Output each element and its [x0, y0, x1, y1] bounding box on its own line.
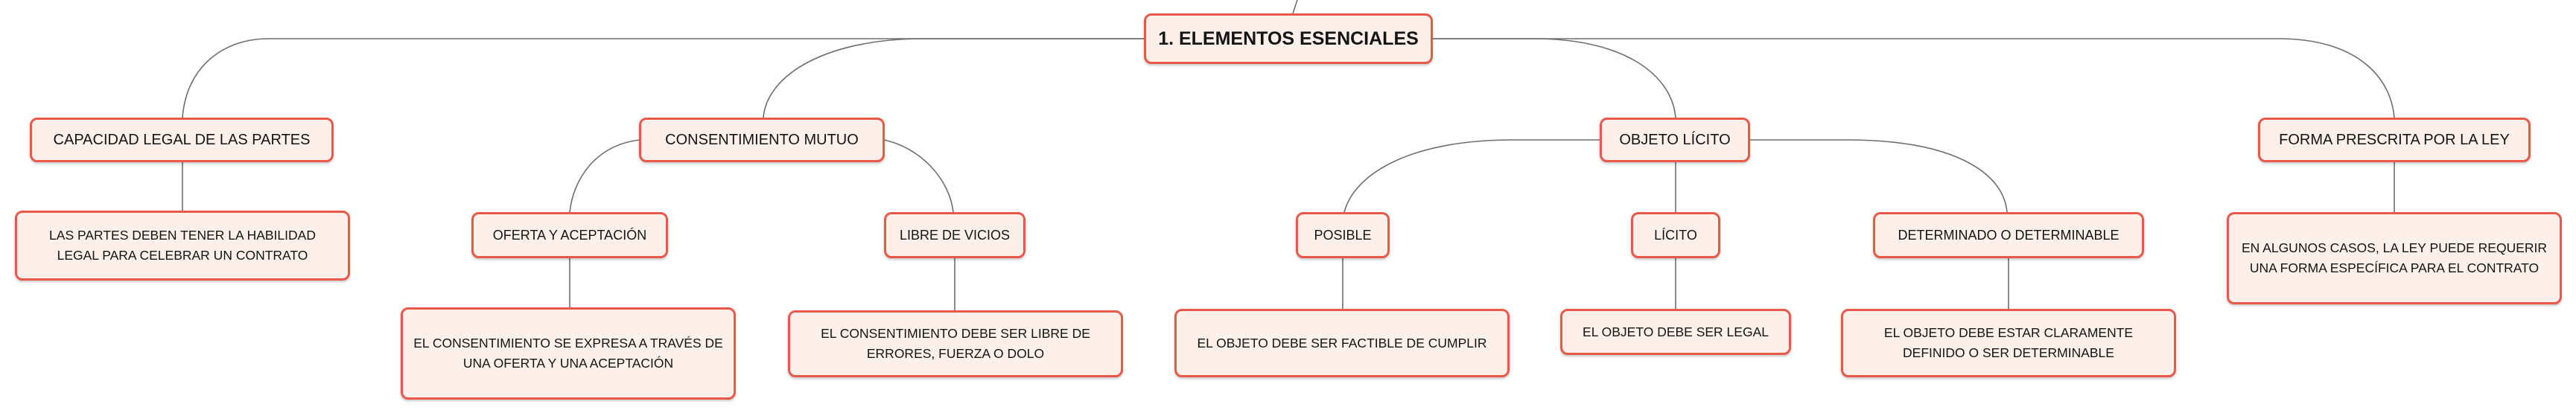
node-objeto-label: OBJETO LÍCITO: [1619, 131, 1731, 148]
node-forma-description[interactable]: EN ALGUNOS CASOS, LA LEY PUEDE REQUERIR …: [2227, 212, 2562, 304]
node-licito-label: LÍCITO: [1654, 227, 1697, 243]
node-posible-description-text: EL OBJETO DEBE SER FACTIBLE DE CUMPLIR: [1197, 335, 1487, 351]
node-licito-description-text: EL OBJETO DEBE SER LEGAL: [1583, 324, 1769, 339]
node-determinado-description-text: EL OBJETO DEBE ESTAR CLARAMENTE DEFINIDO…: [1883, 325, 2134, 360]
node-capacidad-label: CAPACIDAD LEGAL DE LAS PARTES: [53, 131, 311, 148]
root-node[interactable]: 1. ELEMENTOS ESENCIALES: [1144, 13, 1433, 64]
node-determinado-label: DETERMINADO O DETERMINABLE: [1898, 227, 2119, 243]
root-label: 1. ELEMENTOS ESENCIALES: [1158, 28, 1419, 49]
node-determinado[interactable]: DETERMINADO O DETERMINABLE: [1873, 212, 2144, 258]
node-oferta-label: OFERTA Y ACEPTACIÓN: [492, 227, 647, 243]
node-consentimiento[interactable]: CONSENTIMIENTO MUTUO: [639, 118, 885, 162]
node-consentimiento-label: CONSENTIMIENTO MUTUO: [665, 131, 859, 148]
node-posible[interactable]: POSIBLE: [1296, 212, 1390, 258]
node-oferta[interactable]: OFERTA Y ACEPTACIÓN: [471, 212, 668, 258]
node-capacidad[interactable]: CAPACIDAD LEGAL DE LAS PARTES: [30, 118, 334, 162]
node-forma[interactable]: FORMA PRESCRITA POR LA LEY: [2258, 118, 2531, 162]
node-libre-label: LIBRE DE VICIOS: [899, 227, 1011, 243]
node-libre-description[interactable]: EL CONSENTIMIENTO DEBE SER LIBRE DE ERRO…: [788, 310, 1123, 377]
node-oferta-description[interactable]: EL CONSENTIMIENTO SE EXPRESA A TRAVÉS DE…: [401, 307, 736, 400]
node-oferta-description-text: EL CONSENTIMIENTO SE EXPRESA A TRAVÉS DE…: [413, 336, 723, 371]
node-forma-description-text: EN ALGUNOS CASOS, LA LEY PUEDE REQUERIR …: [2241, 240, 2548, 275]
node-licito[interactable]: LÍCITO: [1631, 212, 1720, 258]
node-capacidad-description-text: LAS PARTES DEBEN TENER LA HABILIDAD LEGA…: [49, 228, 316, 263]
node-posible-description[interactable]: EL OBJETO DEBE SER FACTIBLE DE CUMPLIR: [1174, 309, 1510, 377]
node-licito-description[interactable]: EL OBJETO DEBE SER LEGAL: [1560, 309, 1791, 355]
node-libre[interactable]: LIBRE DE VICIOS: [884, 212, 1025, 258]
node-libre-description-text: EL CONSENTIMIENTO DEBE SER LIBRE DE ERRO…: [821, 326, 1090, 361]
node-objeto[interactable]: OBJETO LÍCITO: [1600, 118, 1750, 162]
node-capacidad-description[interactable]: LAS PARTES DEBEN TENER LA HABILIDAD LEGA…: [15, 211, 350, 281]
node-forma-label: FORMA PRESCRITA POR LA LEY: [2279, 131, 2510, 148]
node-posible-label: POSIBLE: [1314, 227, 1372, 243]
node-determinado-description[interactable]: EL OBJETO DEBE ESTAR CLARAMENTE DEFINIDO…: [1841, 309, 2176, 377]
